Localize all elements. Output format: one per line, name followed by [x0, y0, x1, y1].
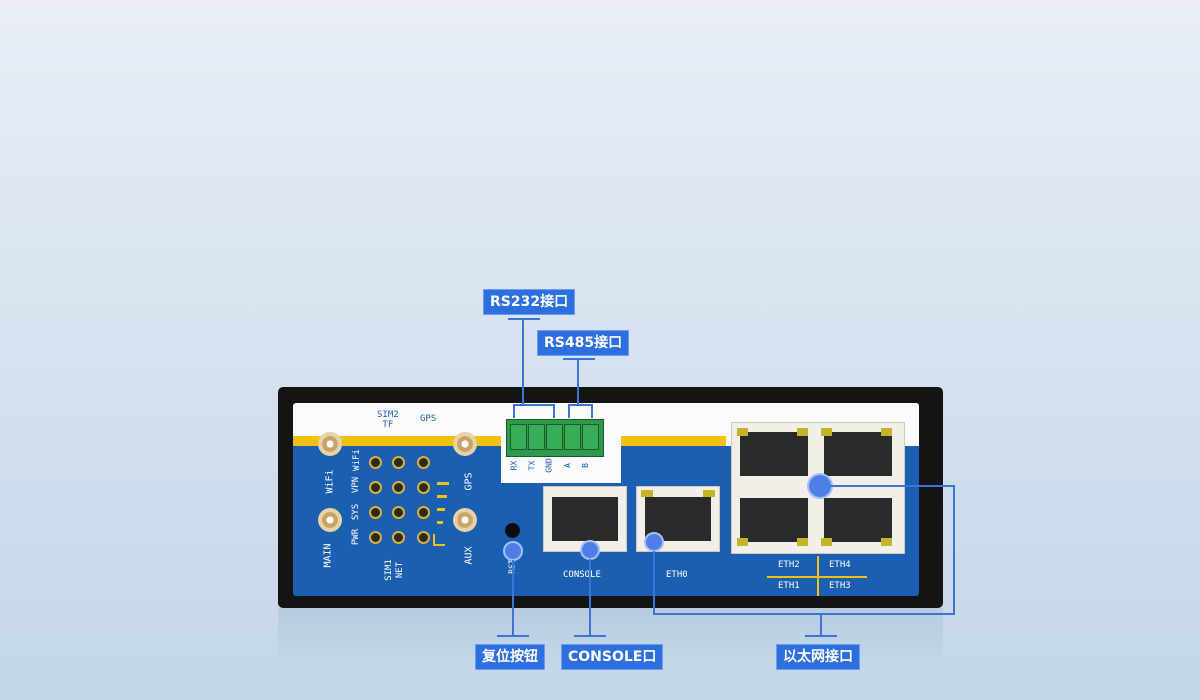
eth3-label: ETH3 — [829, 581, 851, 591]
terminal-slot — [564, 424, 581, 450]
pwr-led-label: PWR — [351, 528, 362, 546]
terminal-slot — [546, 424, 563, 450]
eth0-callout-dot — [644, 532, 664, 552]
led-indicator — [417, 506, 430, 519]
console-callout-cap — [574, 635, 606, 637]
ethernet-callout-bottom — [653, 613, 955, 615]
led-indicator — [417, 481, 430, 494]
main-antenna-label: MAIN — [322, 543, 334, 568]
ethernet-callout-right — [953, 485, 955, 615]
terminal-label-a: A — [562, 463, 572, 468]
terminal-label-gnd: GND — [544, 458, 554, 473]
signal-bars-icon — [437, 482, 449, 485]
aux-antenna-label: AUX — [463, 546, 475, 565]
console-port-label: CONSOLE — [563, 570, 601, 580]
reset-callout-cap — [497, 635, 529, 637]
eth-led — [737, 538, 748, 546]
rs232-callout-label: RS232接口 — [483, 289, 576, 315]
terminal-slot — [510, 424, 527, 450]
eth0-led-left — [641, 490, 653, 497]
eth2-port[interactable] — [740, 432, 808, 476]
led-indicator — [369, 456, 382, 469]
rs232-callout-line — [522, 318, 524, 404]
rs232-bracket-top — [513, 404, 555, 406]
signal-bars-icon — [437, 508, 445, 511]
rs485-bracket-left — [568, 404, 570, 418]
eth0-callout-line — [653, 551, 655, 614]
led-indicator — [392, 456, 405, 469]
gps-top-label: GPS — [420, 414, 437, 424]
sys-led-label: SYS — [351, 503, 362, 521]
eth2-label: ETH2 — [778, 560, 800, 570]
led-indicator — [369, 481, 382, 494]
gps-antenna-connector-icon — [453, 432, 477, 456]
eth-led — [797, 428, 808, 436]
rs485-bracket-right — [591, 404, 593, 418]
aux-antenna-connector-icon — [453, 508, 477, 532]
ethernet-callout-label: 以太网接口 — [776, 644, 860, 670]
led-indicator — [392, 531, 405, 544]
rs485-callout-line — [577, 358, 579, 404]
terminal-label-b: B — [580, 463, 590, 468]
eth4-label: ETH4 — [829, 560, 851, 570]
net-led-label: NET — [395, 561, 406, 579]
eth4-port[interactable] — [824, 432, 892, 476]
eth1-label: ETH1 — [778, 581, 800, 591]
led-indicator — [392, 506, 405, 519]
eth-led — [797, 538, 808, 546]
led-indicator — [392, 481, 405, 494]
console-callout-line — [589, 559, 591, 636]
eth-label-divider-v — [817, 556, 819, 596]
eth3-port[interactable] — [824, 498, 892, 542]
signal-bars-icon — [437, 521, 443, 524]
gps-antenna-label: GPS — [463, 472, 475, 491]
wifi-led-label: WiFi — [351, 449, 362, 471]
eth-led — [821, 428, 832, 436]
ethernet-callout-stem — [820, 614, 822, 636]
led-indicator — [369, 531, 382, 544]
eth1-port[interactable] — [740, 498, 808, 542]
console-port-socket — [552, 497, 618, 541]
terminal-label-tx: TX — [527, 460, 537, 471]
console-callout-label: CONSOLE口 — [561, 644, 664, 670]
rs232-bracket-right — [553, 404, 555, 418]
eth-led — [821, 538, 832, 546]
rs485-callout-cap — [563, 358, 595, 360]
ethernet-callout-top — [830, 485, 955, 487]
signal-bars-icon — [437, 495, 447, 498]
terminal-label-rx: RX — [509, 460, 519, 471]
eth-led — [737, 428, 748, 436]
eth0-port-label: ETH0 — [666, 570, 688, 580]
eth-switch-callout-dot — [807, 473, 833, 499]
rs232-bracket-left — [513, 404, 515, 418]
rs232-callout-cap — [508, 318, 540, 320]
wifi-antenna-connector-icon — [318, 432, 342, 456]
antenna-signal-icon — [433, 534, 445, 546]
reset-callout-label: 复位按钮 — [475, 644, 545, 670]
sim1-led-label: SIM1 — [383, 559, 394, 581]
reset-callout-line — [512, 560, 514, 636]
eth0-port[interactable] — [636, 486, 720, 552]
rs485-callout-label: RS485接口 — [537, 330, 630, 356]
eth-led — [881, 428, 892, 436]
eth0-led-right — [703, 490, 715, 497]
console-callout-dot — [580, 540, 600, 560]
rs485-bracket-top — [568, 404, 593, 406]
main-antenna-connector-icon — [318, 508, 342, 532]
vpn-led-label: VPN — [351, 476, 362, 494]
led-indicator — [369, 506, 382, 519]
wifi-antenna-label: WiFi — [324, 469, 336, 494]
reset-callout-dot — [503, 541, 523, 561]
led-indicator — [417, 456, 430, 469]
led-indicator — [417, 531, 430, 544]
eth-led — [881, 538, 892, 546]
ethernet-callout-cap — [805, 635, 837, 637]
terminal-slot — [582, 424, 599, 450]
reset-button-hole[interactable] — [505, 523, 520, 538]
terminal-slot — [528, 424, 545, 450]
